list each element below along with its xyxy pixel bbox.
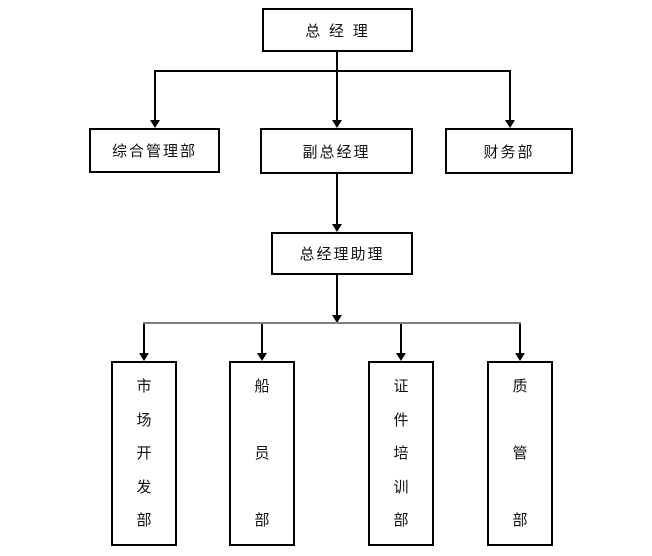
vertical-label-char: 部: [136, 511, 152, 529]
down-arrowhead-zhiguan: [515, 353, 525, 361]
down-arrowhead-rail: [332, 315, 342, 323]
org-node-crew-dept: 船员部: [229, 361, 295, 546]
connector-drop-caiwu: [509, 70, 511, 121]
connector-level4-rail: [143, 322, 521, 324]
vertical-label-char: 部: [254, 511, 270, 529]
org-node-comprehensive-management-dept: 综合管理部: [89, 128, 220, 173]
vertical-label-char: 开: [136, 444, 152, 462]
vertical-label-char: 培: [393, 444, 409, 462]
connector-drop-chuanyuan: [261, 324, 263, 354]
vertical-label-char: 发: [136, 477, 152, 496]
connector-zhuli-stem: [336, 275, 338, 316]
org-node-general-manager: 总 经 理: [262, 8, 413, 52]
vertical-label-char: 部: [512, 511, 528, 529]
vertical-label-char: 员: [254, 444, 270, 462]
org-node-deputy-general-manager: 副总经理: [260, 128, 413, 174]
connector-fuzong-to-zhuli: [336, 174, 338, 225]
org-node-certificate-training-dept: 证件培训部: [368, 361, 434, 546]
vertical-label-char: 场: [136, 410, 152, 429]
connector-level2-rail: [154, 70, 511, 72]
down-arrowhead-chuanyuan: [257, 353, 267, 361]
connector-drop-zonghe: [154, 70, 156, 121]
vertical-label-char: 件: [393, 410, 409, 429]
vertical-label-char: 部: [393, 511, 409, 529]
connector-gm-stem: [336, 52, 338, 71]
connector-drop-zhiguan: [519, 324, 521, 354]
down-arrowhead-zonghe: [150, 120, 160, 128]
connector-drop-shichang: [143, 324, 145, 354]
vertical-label-char: 质: [512, 377, 528, 395]
down-arrowhead-caiwu: [505, 120, 515, 128]
connector-drop-fuzong: [336, 70, 338, 121]
down-arrowhead-zhengjian: [396, 353, 406, 361]
vertical-label-char: 证: [393, 377, 409, 395]
vertical-label-char: 船: [254, 377, 270, 395]
vertical-label-char: 管: [512, 444, 528, 462]
org-node-finance-dept: 财务部: [445, 128, 573, 174]
org-node-gm-assistant: 总经理助理: [271, 232, 413, 275]
connector-drop-zhengjian: [400, 324, 402, 354]
vertical-label-char: 训: [393, 477, 409, 496]
down-arrowhead-zhuli: [332, 224, 342, 232]
down-arrowhead-fuzong: [332, 120, 342, 128]
org-node-market-development-dept: 市场开发部: [111, 361, 177, 546]
vertical-label-char: 市: [136, 377, 152, 395]
org-node-quality-management-dept: 质管部: [487, 361, 553, 546]
down-arrowhead-shichang: [139, 353, 149, 361]
